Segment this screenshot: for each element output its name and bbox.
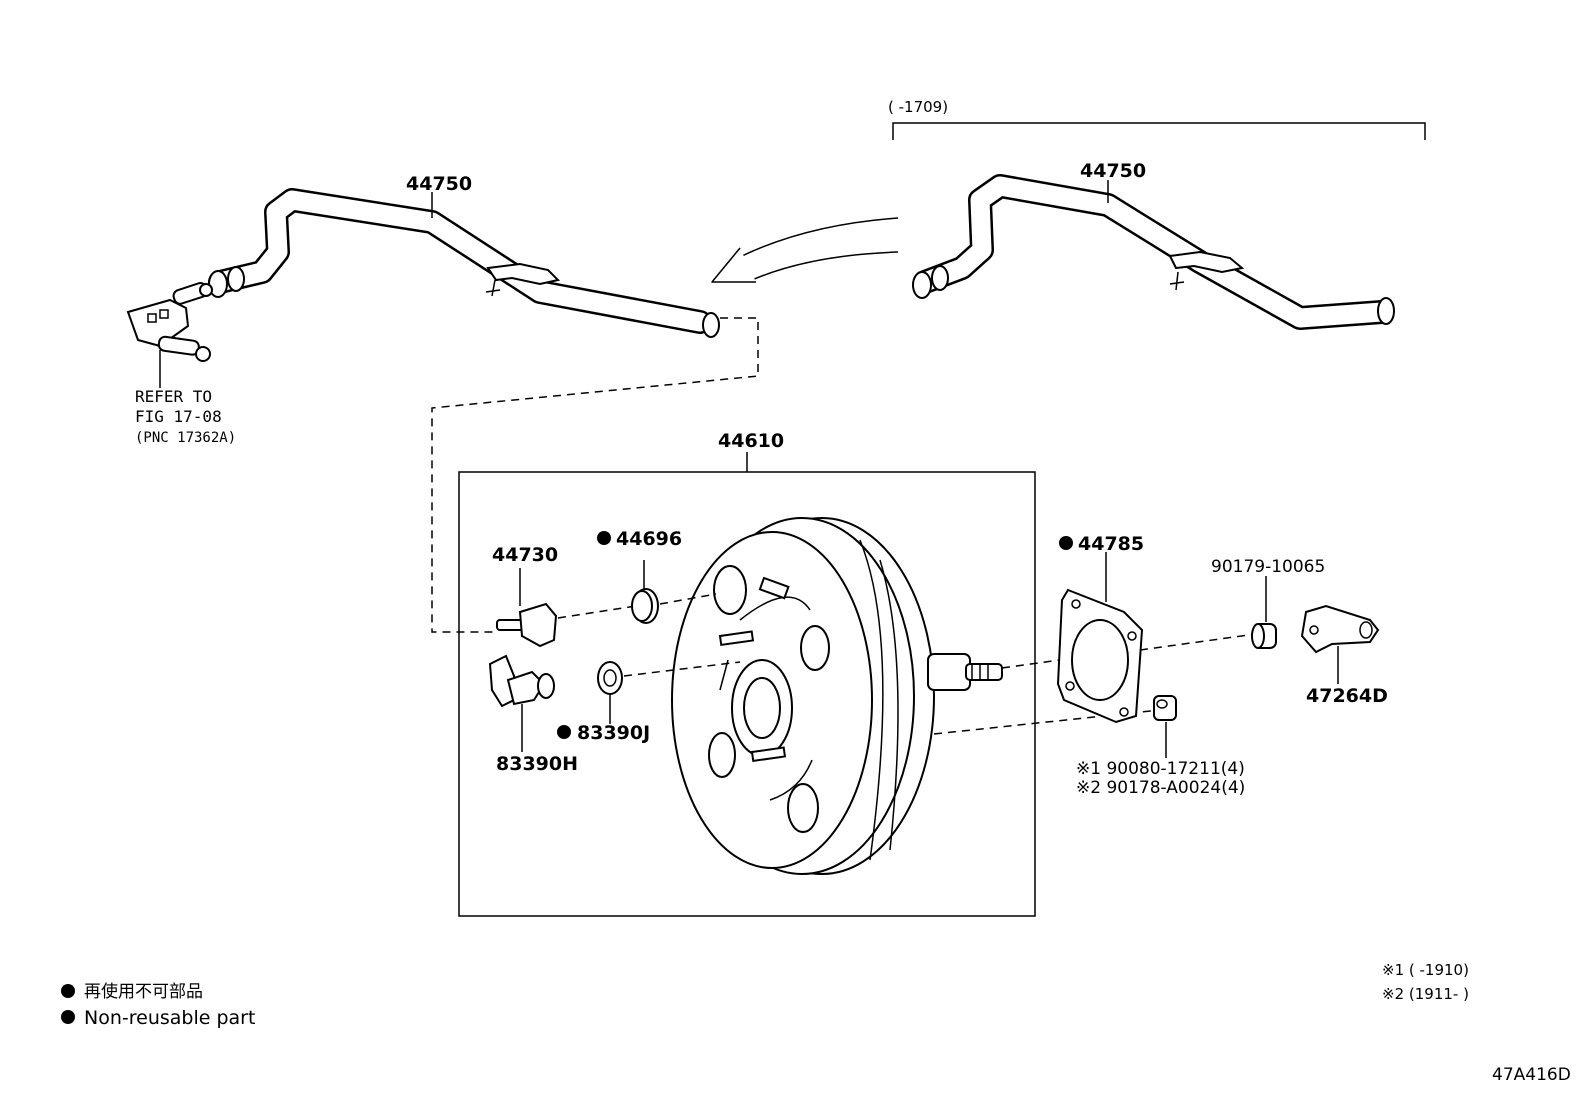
dashed-link-valve: [557, 605, 637, 619]
nut-90080-90178[interactable]: [1153, 695, 1177, 721]
part-number-nut-a: 90179-10065: [1211, 557, 1325, 577]
dashed-link-grommet-b: [623, 661, 741, 677]
grommet-44696[interactable]: [631, 588, 659, 624]
non-reusable-dot-icon: [61, 984, 75, 998]
replacement-arrow: [711, 217, 899, 283]
vacuum-hose-right[interactable]: [912, 174, 1395, 330]
dashed-link-grommet-a: [659, 593, 717, 605]
legend-text-jp: 再使用不可部品: [84, 981, 203, 1002]
footnote-2: ※2 (1911- ): [1382, 985, 1469, 1003]
vacuum-sensor[interactable]: [488, 654, 555, 708]
refer-line-3: (PNC 17362A): [135, 430, 236, 446]
part-number-sensor: 83390H: [496, 753, 578, 775]
legend-text-en: Non-reusable part: [84, 1007, 255, 1029]
non-reusable-dot-icon: [1059, 536, 1073, 550]
part-number-grommet-a: 44696: [616, 528, 682, 550]
vacuum-joint[interactable]: [126, 281, 213, 362]
bracket-47264d[interactable]: [1300, 604, 1380, 654]
check-valve[interactable]: [496, 602, 558, 648]
refer-line-1: REFER TO: [135, 387, 212, 406]
date-range-bracket: ( -1709): [888, 98, 1426, 140]
dashed-link-rod: [1001, 659, 1061, 669]
part-number-hose-left: 44750: [406, 173, 472, 195]
footnotes: ※1 ( -1910) ※2 (1911- ): [1382, 961, 1469, 1003]
part-number-hose-right: 44750: [1080, 160, 1146, 182]
dashed-link-hose: [431, 317, 759, 633]
grommet-83390j[interactable]: [597, 661, 623, 695]
nut-90179[interactable]: [1251, 623, 1277, 649]
dashed-link-nut-a: [1139, 633, 1257, 651]
figure-code: 47A416D: [1492, 1065, 1571, 1085]
part-number-check-valve: 44730: [492, 544, 558, 566]
part-number-nut-b-2: ※2 90178-A0024(4): [1076, 778, 1245, 798]
vacuum-hose-left[interactable]: [208, 188, 720, 338]
part-number-bracket: 47264D: [1306, 685, 1388, 707]
date-range-label: ( -1709): [888, 98, 948, 116]
part-number-grommet-b: 83390J: [577, 722, 650, 744]
refer-line-2: FIG 17-08: [135, 407, 222, 426]
non-reusable-dot-icon: [557, 725, 571, 739]
legend: 再使用不可部品 Non-reusable part: [61, 981, 255, 1029]
part-number-gasket: 44785: [1078, 533, 1144, 555]
gasket[interactable]: [1056, 588, 1144, 724]
part-number-nut-b-1: ※1 90080-17211(4): [1076, 759, 1245, 779]
part-number-booster: 44610: [718, 430, 784, 452]
non-reusable-dot-icon: [61, 1010, 75, 1024]
non-reusable-dot-icon: [597, 531, 611, 545]
brake-booster[interactable]: [671, 517, 1003, 875]
footnote-1: ※1 ( -1910): [1382, 961, 1469, 979]
